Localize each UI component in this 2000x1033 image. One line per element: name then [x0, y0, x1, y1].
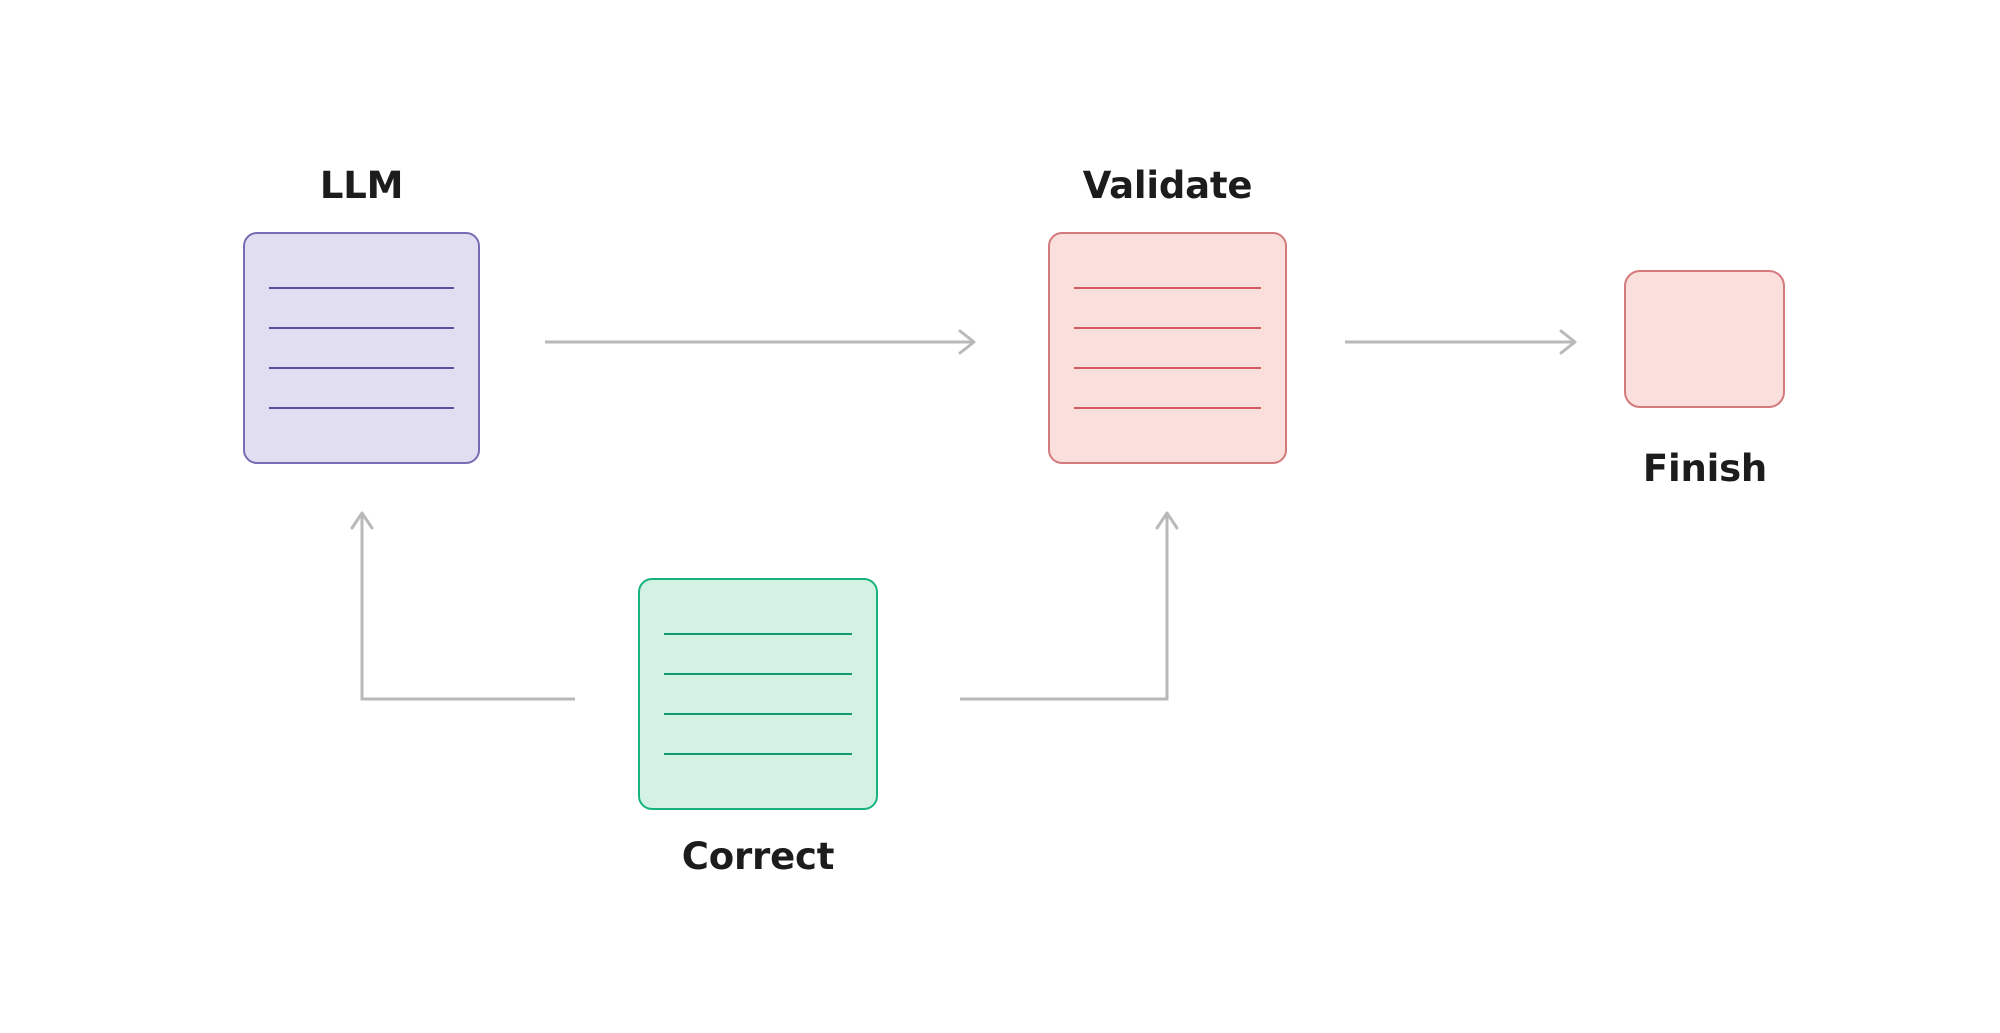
node-validate-content	[1050, 234, 1285, 462]
node-llm-text-line	[269, 367, 454, 369]
edge-validate-to-correct	[960, 511, 1179, 701]
node-llm-text-line	[269, 407, 454, 409]
node-validate-text-line	[1074, 407, 1261, 409]
edge-validate-to-finish	[1345, 329, 1577, 355]
edge-llm-to-validate	[545, 329, 976, 355]
node-llm-content	[245, 234, 478, 462]
node-validate-text-line	[1074, 327, 1261, 329]
node-llm-text-line	[269, 287, 454, 289]
node-finish-label: Finish	[1642, 447, 1768, 490]
node-validate-label: Validate	[1082, 164, 1253, 207]
node-llm-text-line	[269, 327, 454, 329]
node-validate[interactable]	[1048, 232, 1287, 464]
node-correct-text-line	[664, 673, 852, 675]
node-llm-label: LLM	[319, 164, 404, 207]
node-finish[interactable]	[1624, 270, 1785, 408]
node-validate-text-line	[1074, 367, 1261, 369]
node-correct[interactable]	[638, 578, 878, 810]
node-correct-label: Correct	[681, 835, 835, 878]
node-validate-text-line	[1074, 287, 1261, 289]
node-correct-text-line	[664, 633, 852, 635]
node-correct-content	[640, 580, 876, 808]
node-correct-text-line	[664, 713, 852, 715]
node-correct-text-line	[664, 753, 852, 755]
node-llm[interactable]	[243, 232, 480, 464]
edge-correct-to-llm	[350, 511, 575, 701]
